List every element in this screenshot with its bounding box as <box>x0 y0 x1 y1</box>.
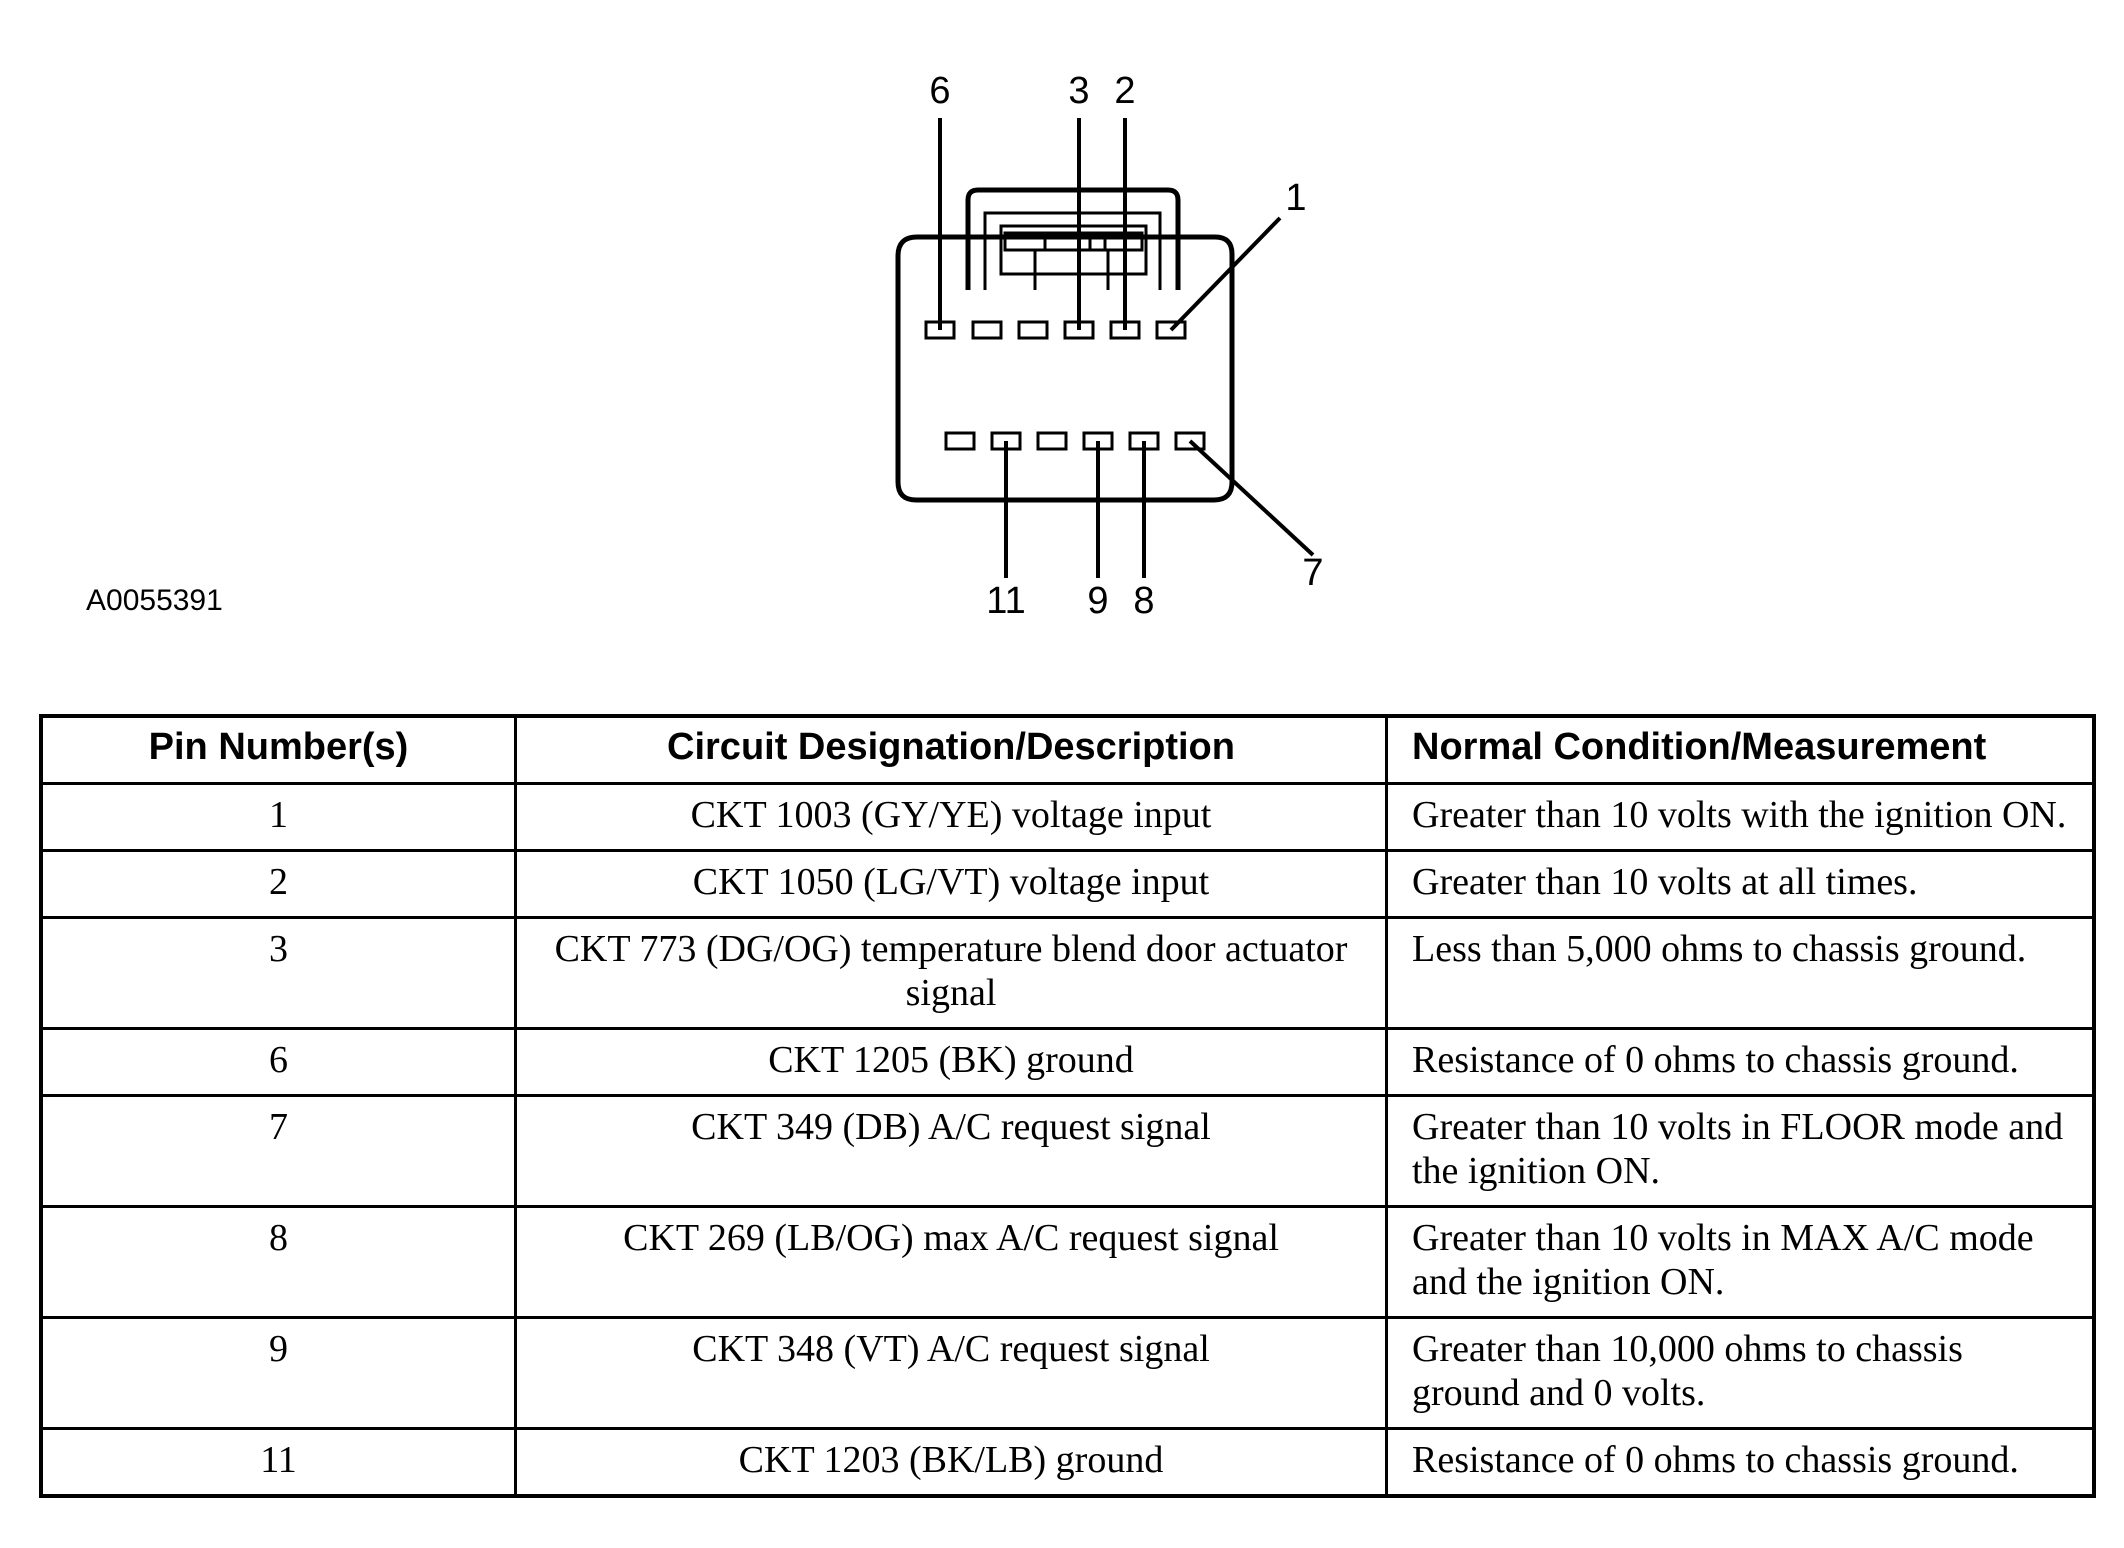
pin-cell: 1 <box>39 782 517 852</box>
table-row: 7 CKT 349 (DB) A/C request signal Greate… <box>39 1094 2096 1208</box>
locking-tab-inner <box>983 211 1162 290</box>
measurement-cell: Greater than 10 volts with the ignition … <box>1385 782 2096 852</box>
description-cell: CKT 1050 (LG/VT) voltage input <box>514 849 1388 919</box>
measurement-cell: Greater than 10,000 ohms to chassis grou… <box>1385 1316 2096 1430</box>
pin-cell: 7 <box>39 1094 517 1208</box>
measurement-cell: Greater than 10 volts in FLOOR mode and … <box>1385 1094 2096 1208</box>
table-row: 6 CKT 1205 (BK) ground Resistance of 0 o… <box>39 1027 2096 1097</box>
latch-slot <box>1003 231 1144 252</box>
pin-cell: 8 <box>39 1205 517 1319</box>
table-row: 2 CKT 1050 (LG/VT) voltage input Greater… <box>39 849 2096 919</box>
measurement-cell: Resistance of 0 ohms to chassis ground. <box>1385 1027 2096 1097</box>
description-cell: CKT 348 (VT) A/C request signal <box>514 1316 1388 1430</box>
table-header-row: Pin Number(s) Circuit Designation/Descri… <box>39 714 2096 785</box>
description-cell: CKT 269 (LB/OG) max A/C request signal <box>514 1205 1388 1319</box>
description-cell: CKT 1203 (BK/LB) ground <box>514 1427 1388 1498</box>
leader-1 <box>1169 216 1282 332</box>
pin-cell: 6 <box>39 1027 517 1097</box>
pin-label-2: 2 <box>1114 70 1135 112</box>
measurement-cell: Greater than 10 volts in MAX A/C mode an… <box>1385 1205 2096 1319</box>
table-row: 9 CKT 348 (VT) A/C request signal Greate… <box>39 1316 2096 1430</box>
cavity-12 <box>944 431 976 451</box>
table-row: 8 CKT 269 (LB/OG) max A/C request signal… <box>39 1205 2096 1319</box>
connector-body <box>895 234 1235 503</box>
table-row: 3 CKT 773 (DG/OG) temperature blend door… <box>39 916 2096 1030</box>
table-row: 11 CKT 1203 (BK/LB) ground Resistance of… <box>39 1427 2096 1498</box>
cavity-5 <box>971 320 1003 340</box>
cavity-4 <box>1017 320 1049 340</box>
cavity-7 <box>1174 431 1206 451</box>
description-cell: CKT 1205 (BK) ground <box>514 1027 1388 1097</box>
pin-label-8: 8 <box>1133 580 1154 622</box>
pin-cell: 11 <box>39 1427 517 1498</box>
pin-label-1: 1 <box>1285 177 1306 219</box>
measurement-cell: Greater than 10 volts at all times. <box>1385 849 2096 919</box>
latch-frame <box>999 224 1148 276</box>
pinout-table: Pin Number(s) Circuit Designation/Descri… <box>39 714 2096 1498</box>
table-row: 1 CKT 1003 (GY/YE) voltage input Greater… <box>39 782 2096 852</box>
pin-label-6: 6 <box>929 70 950 112</box>
cavity-1 <box>1155 320 1187 340</box>
pin-label-7: 7 <box>1302 552 1323 594</box>
description-cell: CKT 1003 (GY/YE) voltage input <box>514 782 1388 852</box>
leader-7 <box>1188 439 1315 557</box>
locking-tab <box>965 187 1181 290</box>
header-circuit-description: Circuit Designation/Description <box>514 714 1388 785</box>
pin-cell: 2 <box>39 849 517 919</box>
cavity-10 <box>1036 431 1068 451</box>
pin-cell: 9 <box>39 1316 517 1430</box>
figure-id: A0055391 <box>86 584 223 617</box>
measurement-cell: Less than 5,000 ohms to chassis ground. <box>1385 916 2096 1030</box>
pin-label-11: 11 <box>986 580 1025 622</box>
connector-diagram: 6 3 2 1 7 11 9 8 <box>895 70 1324 622</box>
measurement-cell: Resistance of 0 ohms to chassis ground. <box>1385 1427 2096 1498</box>
pin-label-9: 9 <box>1087 580 1108 622</box>
pin-label-3: 3 <box>1068 70 1089 112</box>
pin-cell: 3 <box>39 916 517 1030</box>
description-cell: CKT 773 (DG/OG) temperature blend door a… <box>514 916 1388 1030</box>
header-normal-condition: Normal Condition/Measurement <box>1385 714 2096 785</box>
description-cell: CKT 349 (DB) A/C request signal <box>514 1094 1388 1208</box>
header-pin-numbers: Pin Number(s) <box>39 714 517 785</box>
